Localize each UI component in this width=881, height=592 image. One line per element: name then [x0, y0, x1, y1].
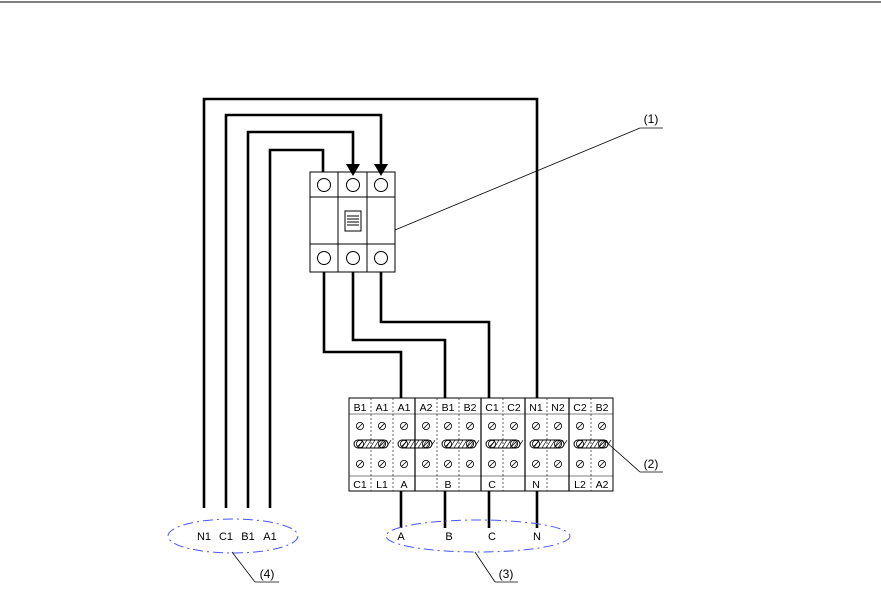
circuit-breaker — [310, 172, 395, 272]
terminal-top-label: A1 — [376, 402, 389, 414]
output-group-ellipse — [386, 520, 570, 552]
terminal-bottom-label: A — [400, 479, 407, 491]
terminal-bottom-label: C — [488, 479, 496, 491]
terminal-top-label: C2 — [507, 402, 521, 414]
terminal-bottom-label: B — [444, 479, 451, 491]
leader-terminal-block — [604, 440, 640, 472]
wire-breaker-c — [381, 272, 489, 398]
callout-terminal-block: (2) — [644, 457, 659, 471]
callout-output-group: (3) — [499, 567, 514, 581]
terminal-top-label: B2 — [596, 402, 609, 414]
output-label-b: B — [445, 531, 452, 543]
input-label-a1: A1 — [263, 531, 276, 543]
terminal-top-label: B2 — [464, 402, 477, 414]
terminal-bottom-label: A2 — [596, 479, 609, 491]
leader-output-group — [475, 552, 495, 582]
input-label-b1: B1 — [241, 531, 254, 543]
arrow-head-b1 — [346, 164, 360, 176]
terminal-bottom-label: N — [532, 479, 540, 491]
terminal-top-label: A2 — [420, 402, 433, 414]
wire-b1 — [248, 132, 353, 508]
terminal-bottom-label: L1 — [376, 479, 388, 491]
callout-breaker: (1) — [644, 112, 659, 126]
terminal-top-label: N2 — [551, 402, 565, 414]
input-label-n1: N1 — [197, 531, 211, 543]
terminal-top-label: B1 — [354, 402, 367, 414]
breaker-toggle-icon — [345, 211, 361, 231]
wire-breaker-b — [353, 272, 445, 398]
terminal-bottom-label: C1 — [353, 479, 367, 491]
terminal-top-label: C2 — [573, 402, 587, 414]
wire-breaker-a — [324, 272, 401, 398]
wire-a1 — [270, 150, 323, 508]
callout-input-group: (4) — [260, 567, 275, 581]
terminal-top-label: A1 — [398, 402, 411, 414]
output-label-a: A — [397, 531, 405, 543]
terminal-top-label: B1 — [442, 402, 455, 414]
arrow-head-c1 — [374, 164, 388, 176]
output-label-n: N — [533, 531, 541, 543]
input-label-c1: C1 — [219, 531, 233, 543]
output-label-c: C — [488, 531, 496, 543]
terminal-top-label: C1 — [485, 402, 499, 414]
terminal-bottom-label: L2 — [574, 479, 586, 491]
terminal-top-label: N1 — [529, 402, 543, 414]
leader-breaker — [395, 128, 640, 230]
leader-input-group — [232, 552, 255, 582]
